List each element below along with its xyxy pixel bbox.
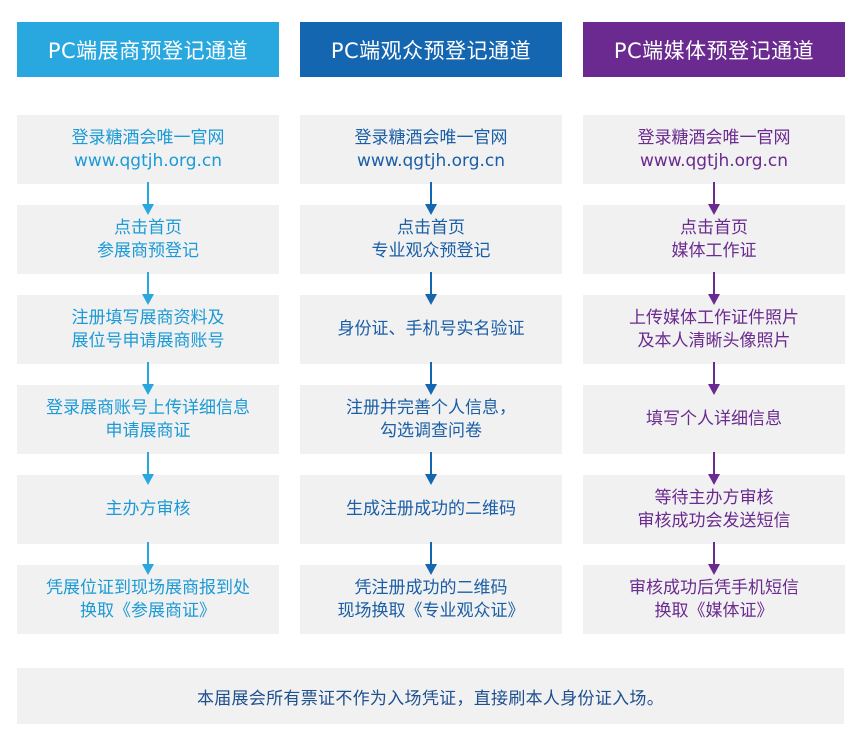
step-text: 媒体工作证 [671,240,757,261]
step-text: 身份证、手机号实名验证 [337,319,525,339]
arrow-down-icon [142,542,154,575]
step-text: 凭展位证到现场展商报到处 [46,577,250,598]
step-text: 上传媒体工作证件照片 [629,307,799,328]
step-text: 换取《媒体证》 [654,600,774,621]
step-text: 登录糖酒会唯一官网 [354,127,508,148]
flow-arrow [17,452,279,485]
flow-step: 点击首页参展商预登记 [17,205,279,274]
step-text: 展位号申请展商账号 [71,330,225,351]
step-text: 勾选调查问卷 [380,420,482,441]
arrow-down-icon [708,542,720,575]
arrow-down-icon [142,452,154,485]
arrow-down-icon [425,182,437,215]
flow-arrow [300,182,562,215]
step-text: 及本人清晰头像照片 [637,330,791,351]
step-text: 凭注册成功的二维码 [354,577,508,598]
flow-step: 生成注册成功的二维码 [300,475,562,544]
step-text: 登录糖酒会唯一官网 [71,127,225,148]
flow-step: 注册填写展商资料及展位号申请展商账号 [17,295,279,364]
arrow-down-icon [425,272,437,305]
flow-step: 点击首页媒体工作证 [583,205,845,274]
step-text: 主办方审核 [105,499,191,519]
flow-step: 主办方审核 [17,475,279,544]
flow-step: 注册并完善个人信息，勾选调查问卷 [300,385,562,454]
flow-step: 登录展商账号上传详细信息申请展商证 [17,385,279,454]
flow-step: 凭展位证到现场展商报到处换取《参展商证》 [17,565,279,634]
step-text: 登录糖酒会唯一官网 [637,127,791,148]
flow-arrow [583,182,845,215]
flow-step: 凭注册成功的二维码现场换取《专业观众证》 [300,565,562,634]
flow-arrow [300,272,562,305]
step-text: 点击首页 [680,217,748,238]
flow-step: 上传媒体工作证件照片及本人清晰头像照片 [583,295,845,364]
flow-arrow [583,272,845,305]
step-text: 点击首页 [397,217,465,238]
step-text: 生成注册成功的二维码 [346,499,516,519]
media-header[interactable]: PC端媒体预登记通道 [583,22,845,77]
arrow-down-icon [708,362,720,395]
flow-step: 审核成功后凭手机短信换取《媒体证》 [583,565,845,634]
step-text: 填写个人详细信息 [646,409,782,429]
step-text: 登录展商账号上传详细信息 [46,397,250,418]
flow-arrow [300,362,562,395]
step-text: 审核成功会发送短信 [637,510,791,531]
step-text: 专业观众预登记 [371,240,491,261]
step-text: 申请展商证 [105,420,191,441]
footer-note: 本届展会所有票证不作为入场凭证，直接刷本人身份证入场。 [17,668,844,724]
flow-arrow [583,362,845,395]
arrow-down-icon [142,362,154,395]
flow-arrow [583,452,845,485]
flow-arrow [17,362,279,395]
flow-step: 等待主办方审核审核成功会发送短信 [583,475,845,544]
step-text: 审核成功后凭手机短信 [629,577,799,598]
step-text: 等待主办方审核 [654,487,774,508]
step-text: 注册并完善个人信息， [346,397,516,418]
step-text: 现场换取《专业观众证》 [337,600,525,621]
arrow-down-icon [708,272,720,305]
flow-step: 点击首页专业观众预登记 [300,205,562,274]
step-text: www.qgtjh.org.cn [73,150,223,171]
flow-arrow [300,542,562,575]
flow-arrow [17,272,279,305]
flow-arrow [300,452,562,485]
exhibitor-header[interactable]: PC端展商预登记通道 [17,22,279,77]
step-text: 点击首页 [114,217,182,238]
arrow-down-icon [425,362,437,395]
step-text: www.qgtjh.org.cn [356,150,506,171]
arrow-down-icon [708,182,720,215]
step-text: 注册填写展商资料及 [71,307,225,328]
step-text: www.qgtjh.org.cn [639,150,789,171]
step-text: 参展商预登记 [97,240,199,261]
flow-step: 填写个人详细信息 [583,385,845,454]
flow-arrow [17,182,279,215]
arrow-down-icon [708,452,720,485]
arrow-down-icon [142,272,154,305]
arrow-down-icon [142,182,154,215]
step-text: 换取《参展商证》 [80,600,216,621]
visitor-header[interactable]: PC端观众预登记通道 [300,22,562,77]
flow-arrow [17,542,279,575]
arrow-down-icon [425,542,437,575]
flow-arrow [583,542,845,575]
arrow-down-icon [425,452,437,485]
flow-step: 身份证、手机号实名验证 [300,295,562,364]
